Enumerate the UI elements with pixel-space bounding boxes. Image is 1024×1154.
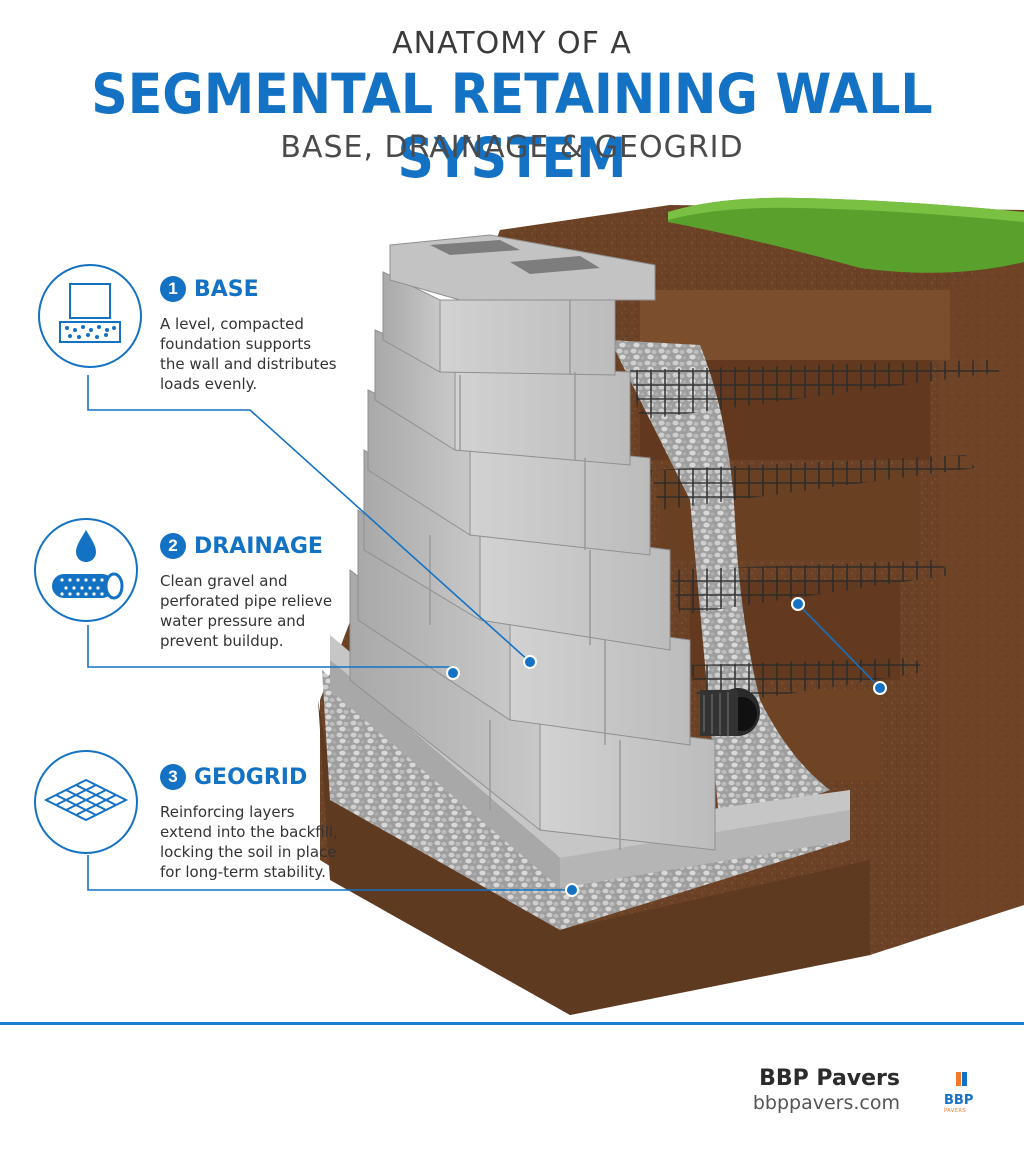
brand-logo-text: BBP: [944, 1093, 974, 1108]
callout-line: extend into the backfill,: [160, 823, 338, 841]
brand-logo-subtext: PAVERS: [944, 1108, 967, 1114]
callout-line: for long-term stability.: [160, 863, 326, 881]
page-subtitle: BASE, DRAINAGE & GEOGRID: [280, 130, 744, 165]
geogrid-mesh-icon: [34, 750, 138, 854]
callout-leader-dots: [446, 597, 887, 897]
callout-line: A level, compacted: [160, 315, 304, 333]
callout-line: the wall and distributes: [160, 355, 337, 373]
callout-line: loads evenly.: [160, 375, 258, 393]
grass-surface: [668, 197, 1024, 273]
water-drop-pipe-icon: [34, 518, 138, 622]
base-foundation-icon: [38, 264, 142, 368]
callout-number: 3: [160, 764, 186, 790]
callout-geogrid: 3 GEOGRID Reinforcing layers extend into …: [160, 764, 350, 882]
subgrade-soil: [318, 700, 870, 1015]
callout-base: 1 BASE A level, compacted foundation supp…: [160, 276, 350, 394]
callout-leader-lines: [87, 375, 881, 891]
callout-body: Reinforcing layers extend into the backf…: [160, 802, 350, 882]
callout-drainage: 2 DRAINAGE Clean gravel and perforated pi…: [160, 533, 350, 651]
page-title: SEGMENTAL RETAINING WALL SYSTEM: [91, 62, 933, 190]
geogrid-mesh-glyph: [43, 778, 129, 822]
kicker-text: ANATOMY OF A: [392, 26, 632, 61]
callout-line: prevent buildup.: [160, 632, 284, 650]
callout-title: DRAINAGE: [194, 533, 323, 559]
callout-number: 2: [160, 533, 186, 559]
callout-line: Clean gravel and: [160, 572, 288, 590]
callout-title: BASE: [194, 276, 259, 302]
callout-body: A level, compacted foundation supports t…: [160, 314, 350, 394]
callout-title: GEOGRID: [194, 764, 308, 790]
callout-number: 1: [160, 276, 186, 302]
base-gravel: [322, 670, 850, 930]
footer-divider: [0, 1022, 1024, 1025]
brand-logo-icon: [956, 1072, 967, 1086]
callout-line: foundation supports: [160, 335, 312, 353]
callout-line: locking the soil in place: [160, 843, 337, 861]
perforated-drain-pipe: [700, 688, 760, 736]
callout-line: perforated pipe relieve: [160, 592, 333, 610]
callout-line: water pressure and: [160, 612, 306, 630]
water-drop-pipe-glyph: [52, 530, 124, 600]
brand-url[interactable]: bbppavers.com: [752, 1092, 900, 1114]
segmental-block-wall: [349, 234, 716, 851]
callout-body: Clean gravel and perforated pipe relieve…: [160, 571, 350, 651]
base-foundation-glyph: [59, 283, 121, 343]
brand-name: BBP Pavers: [759, 1066, 900, 1091]
callout-line: Reinforcing layers: [160, 803, 295, 821]
